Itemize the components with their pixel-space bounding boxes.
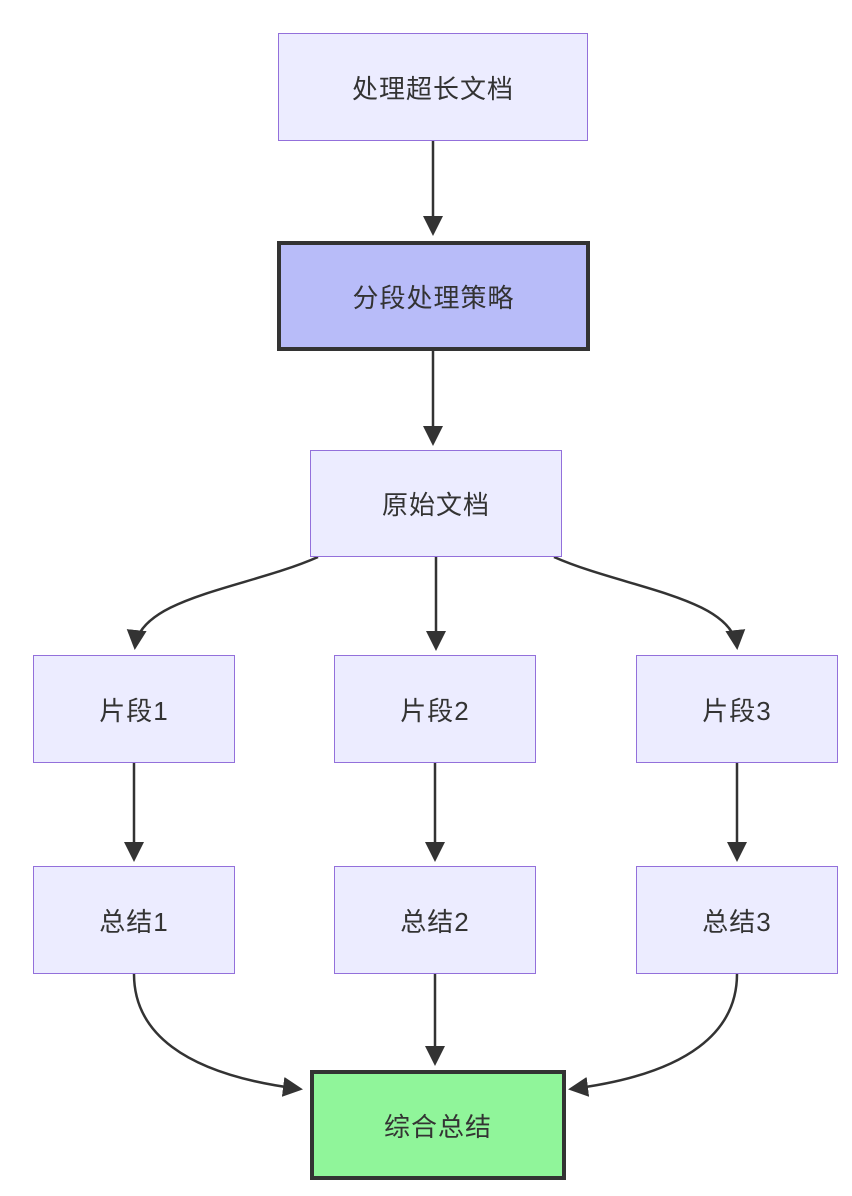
edge-original-fragment3	[553, 555, 746, 650]
node-segment-strategy: 分段处理策略	[277, 241, 590, 351]
node-fragment-1: 片段1	[33, 655, 235, 763]
node-summary-2: 总结2	[334, 866, 536, 974]
node-summary-3: 总结3	[636, 866, 838, 974]
edge-original-fragment1	[126, 555, 319, 650]
node-summary-1: 总结1	[33, 866, 235, 974]
node-fragment-2: 片段2	[334, 655, 536, 763]
edge-summary3-final	[568, 973, 739, 1097]
node-final-summary: 综合总结	[310, 1070, 566, 1180]
edge-summary1-final	[132, 973, 303, 1097]
node-long-doc: 处理超长文档	[278, 33, 588, 141]
node-original-doc: 原始文档	[310, 450, 562, 557]
node-fragment-3: 片段3	[636, 655, 838, 763]
